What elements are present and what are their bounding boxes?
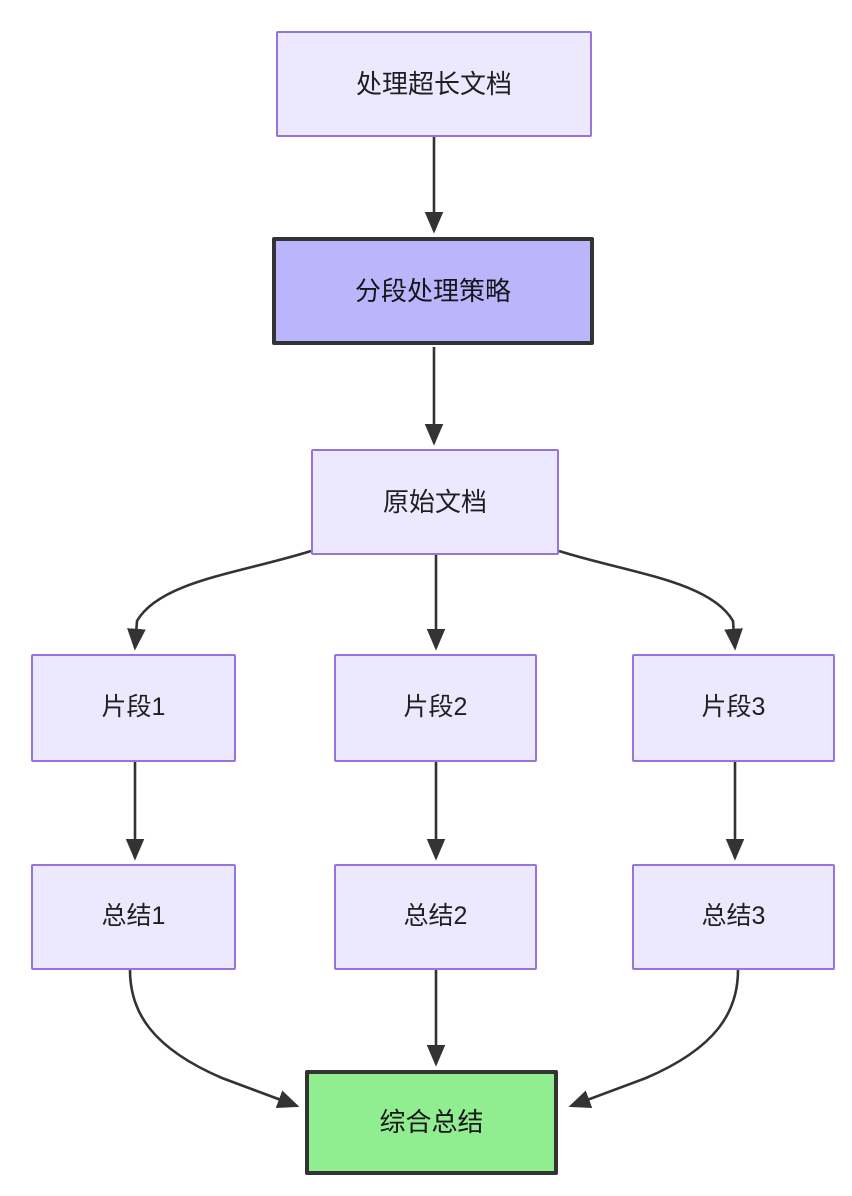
node-chunk-1[interactable]: 片段1 bbox=[31, 654, 236, 762]
node-label: 分段处理策略 bbox=[354, 275, 511, 306]
node-label: 片段2 bbox=[403, 693, 468, 722]
node-process-long-document[interactable]: 处理超长文档 bbox=[276, 31, 592, 137]
node-summary-2[interactable]: 总结2 bbox=[334, 864, 537, 970]
edge-summary1-to-final bbox=[128, 969, 300, 1109]
node-chunk-3[interactable]: 片段3 bbox=[632, 654, 835, 762]
node-summary-1[interactable]: 总结1 bbox=[31, 864, 236, 970]
node-label: 片段3 bbox=[701, 693, 766, 722]
node-summary-3[interactable]: 总结3 bbox=[632, 864, 835, 970]
node-label: 总结2 bbox=[403, 902, 468, 931]
node-original-document[interactable]: 原始文档 bbox=[311, 449, 559, 555]
edge-original-to-chunk3 bbox=[558, 549, 743, 651]
node-label: 原始文档 bbox=[382, 486, 487, 517]
node-combined-summary[interactable]: 综合总结 bbox=[305, 1070, 558, 1175]
node-chunking-strategy[interactable]: 分段处理策略 bbox=[272, 237, 594, 345]
edge-summary3-to-final bbox=[568, 969, 740, 1109]
node-label: 总结1 bbox=[101, 902, 166, 931]
node-chunk-2[interactable]: 片段2 bbox=[334, 654, 537, 762]
node-label: 总结3 bbox=[701, 902, 766, 931]
node-label: 综合总结 bbox=[379, 1107, 484, 1138]
node-label: 处理超长文档 bbox=[355, 68, 512, 99]
node-label: 片段1 bbox=[101, 693, 166, 722]
edge-original-to-chunk1 bbox=[127, 549, 312, 651]
